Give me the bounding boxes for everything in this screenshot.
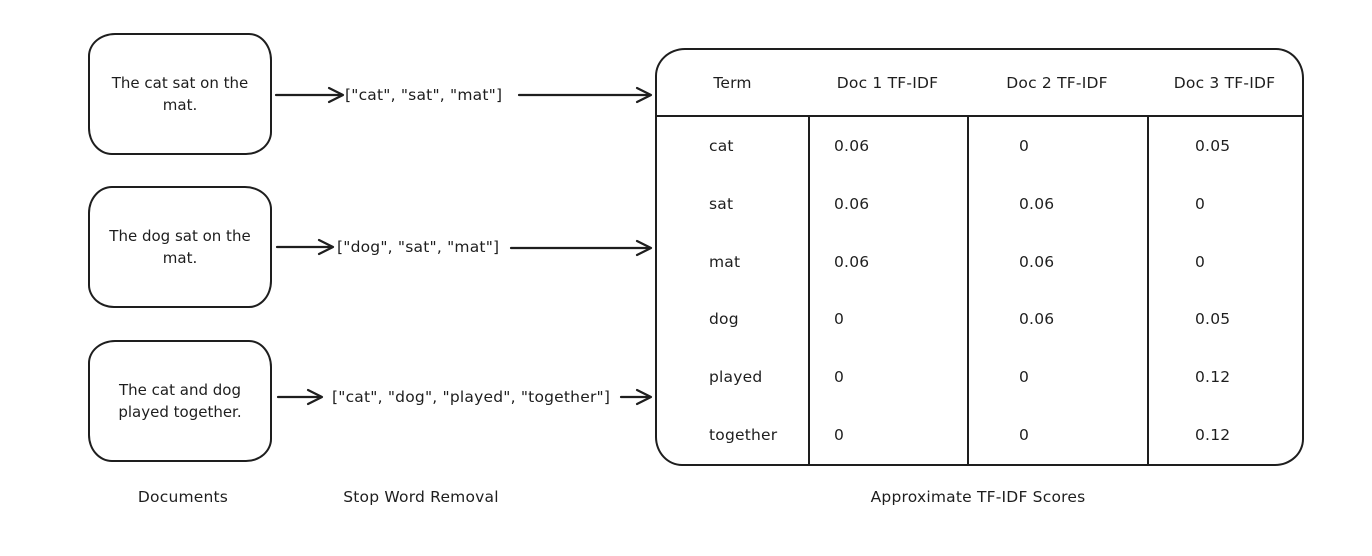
table-header-doc3: Doc 3 TF-IDF <box>1173 73 1276 92</box>
table-cell-doc1: 0.06 <box>834 136 870 155</box>
table-column-doc1: 0.06 0.06 0.06 0 0 0 <box>808 117 967 464</box>
arrow-tokens2-to-table <box>509 239 653 257</box>
table-cell-doc1: 0 <box>834 368 845 387</box>
arrow-doc2-to-tokens2 <box>275 238 335 256</box>
table-header-doc2: Doc 2 TF-IDF <box>1006 73 1108 92</box>
table-cell-doc2: 0.06 <box>1019 252 1055 271</box>
arrow-doc3-to-tokens3 <box>276 388 324 406</box>
arrow-doc1-to-tokens1 <box>274 86 345 104</box>
label-stop-word-removal: Stop Word Removal <box>343 488 499 506</box>
tfidf-table: Term Doc 1 TF-IDF Doc 2 TF-IDF Doc 3 TF-… <box>655 48 1304 466</box>
label-approximate-tfidf-scores: Approximate TF-IDF Scores <box>870 488 1086 506</box>
table-header-term: Term <box>713 73 752 92</box>
token-list-2: ["dog", "sat", "mat"] <box>337 238 500 256</box>
table-cell-doc3: 0.05 <box>1195 136 1231 155</box>
table-cell-term: played <box>709 368 763 387</box>
token-list-3: ["cat", "dog", "played", "together"] <box>332 388 611 406</box>
arrow-tokens1-to-table <box>517 86 653 104</box>
table-cell-doc3: 0.12 <box>1195 368 1231 387</box>
table-cell-term: mat <box>709 252 741 271</box>
table-cell-doc3: 0.05 <box>1195 310 1231 329</box>
table-cell-doc3: 0.12 <box>1195 426 1231 445</box>
table-cell-term: together <box>709 426 778 445</box>
document-text-1: The cat sat on the mat. <box>111 73 249 115</box>
table-column-doc2: 0 0.06 0.06 0.06 0 0 <box>967 117 1147 464</box>
table-cell-doc2: 0 <box>1019 426 1030 445</box>
table-body: cat sat mat dog played together 0.06 0.0… <box>657 117 1302 464</box>
token-list-1: ["cat", "sat", "mat"] <box>345 86 503 104</box>
table-cell-doc2: 0 <box>1019 368 1030 387</box>
table-column-term: cat sat mat dog played together <box>657 117 808 464</box>
table-cell-doc1: 0.06 <box>834 194 870 213</box>
table-cell-term: cat <box>709 136 734 155</box>
table-cell-doc2: 0.06 <box>1019 310 1055 329</box>
document-box-3: The cat and dog played together. <box>88 340 272 462</box>
table-cell-term: sat <box>709 194 734 213</box>
document-box-2: The dog sat on the mat. <box>88 186 272 308</box>
table-cell-doc1: 0 <box>834 426 845 445</box>
table-cell-doc1: 0.06 <box>834 252 870 271</box>
table-header-doc1: Doc 1 TF-IDF <box>836 73 939 92</box>
table-cell-term: dog <box>709 310 739 329</box>
table-cell-doc1: 0 <box>834 310 845 329</box>
document-box-1: The cat sat on the mat. <box>88 33 272 155</box>
label-documents: Documents <box>137 488 229 506</box>
document-text-3: The cat and dog played together. <box>118 380 242 422</box>
table-header-row: Term Doc 1 TF-IDF Doc 2 TF-IDF Doc 3 TF-… <box>657 50 1302 117</box>
arrow-tokens3-to-table <box>619 388 653 406</box>
table-cell-doc2: 0.06 <box>1019 194 1055 213</box>
document-text-2: The dog sat on the mat. <box>109 226 251 268</box>
table-cell-doc3: 0 <box>1195 252 1206 271</box>
table-column-doc3: 0.05 0 0 0.05 0.12 0.12 <box>1147 117 1302 464</box>
table-cell-doc3: 0 <box>1195 194 1206 213</box>
table-cell-doc2: 0 <box>1019 136 1030 155</box>
